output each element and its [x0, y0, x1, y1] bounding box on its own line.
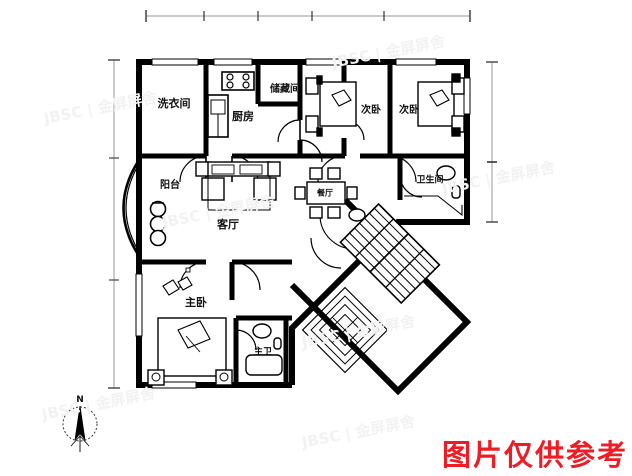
room-label-living-room: 客厅: [216, 217, 239, 231]
room-label-bathroom: 卫生间: [416, 174, 443, 186]
room-labels: 洗衣间 厨房 储藏间 次卧 次卧 阳台 客厅 餐厅 卫生间 主卧 主卫: [158, 82, 444, 358]
room-label-master-bed: 主卧: [185, 295, 207, 309]
kitchen-fixtures: [207, 71, 255, 138]
room-label-dining-room: 餐厅: [316, 188, 333, 198]
compass-north-label: N: [76, 395, 84, 405]
dimension-line-left: [108, 59, 120, 389]
room-label-kitchen: 厨房: [232, 109, 254, 123]
room-label-balcony: 阳台: [160, 178, 180, 191]
foyer-diamond-pattern: [301, 286, 389, 374]
room-label-laundry: 洗衣间: [158, 96, 191, 110]
compass-north-arrow: N: [62, 395, 98, 452]
living-room-furniture: [195, 161, 281, 211]
bathroom-fixtures: [348, 165, 463, 222]
bedroom-furniture-left: [305, 75, 357, 137]
dimension-line-right: [486, 61, 498, 223]
room-label-master-bath: 主卫: [254, 346, 272, 358]
master-bathroom-fixtures: [245, 323, 283, 376]
master-bedroom-furniture: [147, 267, 233, 386]
room-label-bedroom2a: 次卧: [361, 103, 381, 116]
room-label-bedroom2b: 次卧: [399, 103, 419, 116]
reference-only-watermark: 图片仅供参考: [441, 438, 628, 472]
dining-furniture: [294, 167, 358, 219]
bedroom-furniture-right: [417, 73, 465, 137]
windows: [135, 58, 471, 389]
room-label-storage: 储藏间: [269, 82, 300, 95]
balcony-bay-window: [122, 159, 167, 257]
interior-walls: [139, 65, 467, 385]
staircase: [339, 202, 441, 305]
dimension-line-top: [145, 10, 471, 22]
